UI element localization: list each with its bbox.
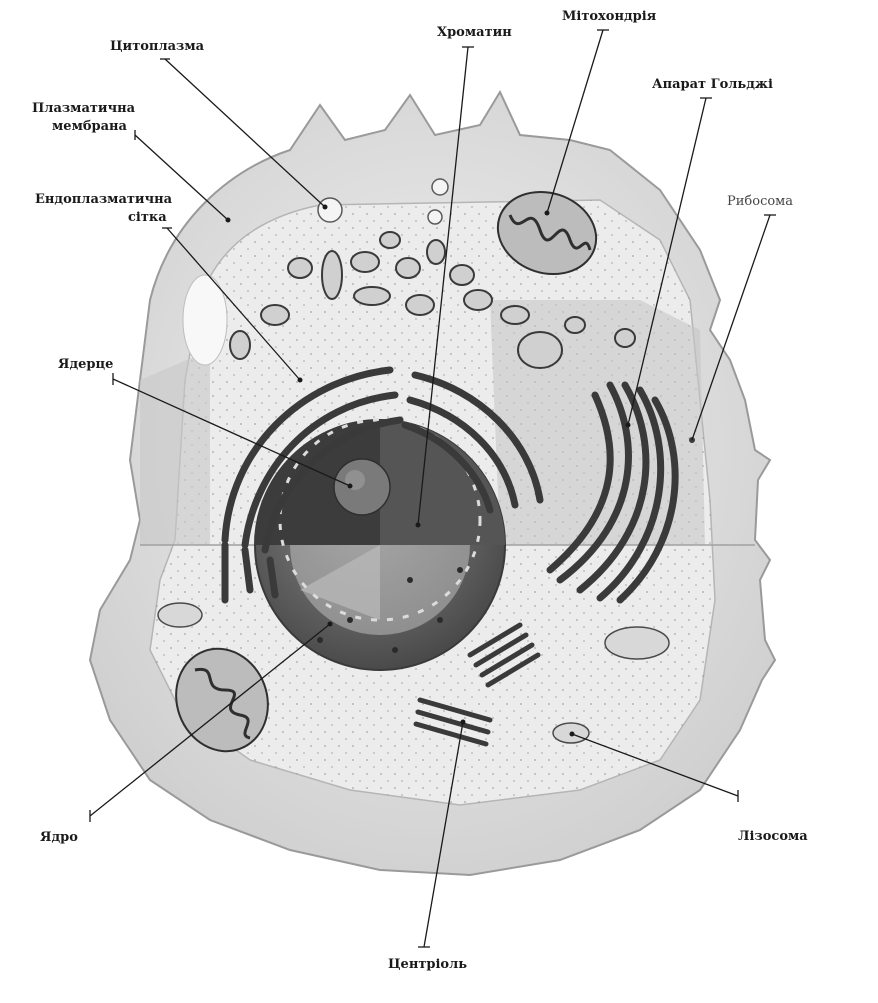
mitochondrion-bottom: [175, 647, 269, 753]
label-nucleolus: Ядерце: [58, 357, 113, 372]
label-ribosome: Рибосома: [727, 194, 793, 209]
labels: Цитоплазма Плазматична мембрана Ендоплаз…: [32, 9, 808, 972]
nucleus-group: [254, 418, 506, 671]
rough-er-blobs: [229, 231, 636, 369]
centrioles: [413, 622, 541, 747]
label-chromatin: Хроматин: [437, 25, 512, 40]
label-golgi: Апарат Гольджі: [652, 77, 773, 92]
label-lysosome: Лізосома: [738, 829, 808, 844]
label-nucleus: Ядро: [40, 830, 78, 845]
endoplasmic-reticulum: [221, 366, 544, 604]
label-cytoplasm: Цитоплазма: [110, 39, 205, 54]
mitochondrion-top: [496, 190, 598, 276]
vesicles: [317, 178, 449, 225]
label-plasma-membrane-line2: мембрана: [52, 119, 128, 134]
label-mitochondrion: Мітохондрія: [562, 9, 657, 24]
label-er-line2: сітка: [128, 210, 167, 225]
golgi-apparatus: [546, 381, 679, 604]
leader-lines: [89, 29, 776, 948]
label-plasma-membrane-line1: Плазматична: [32, 101, 136, 116]
label-er-line1: Ендоплазматична: [35, 192, 173, 207]
label-centriole: Центріоль: [388, 957, 467, 972]
